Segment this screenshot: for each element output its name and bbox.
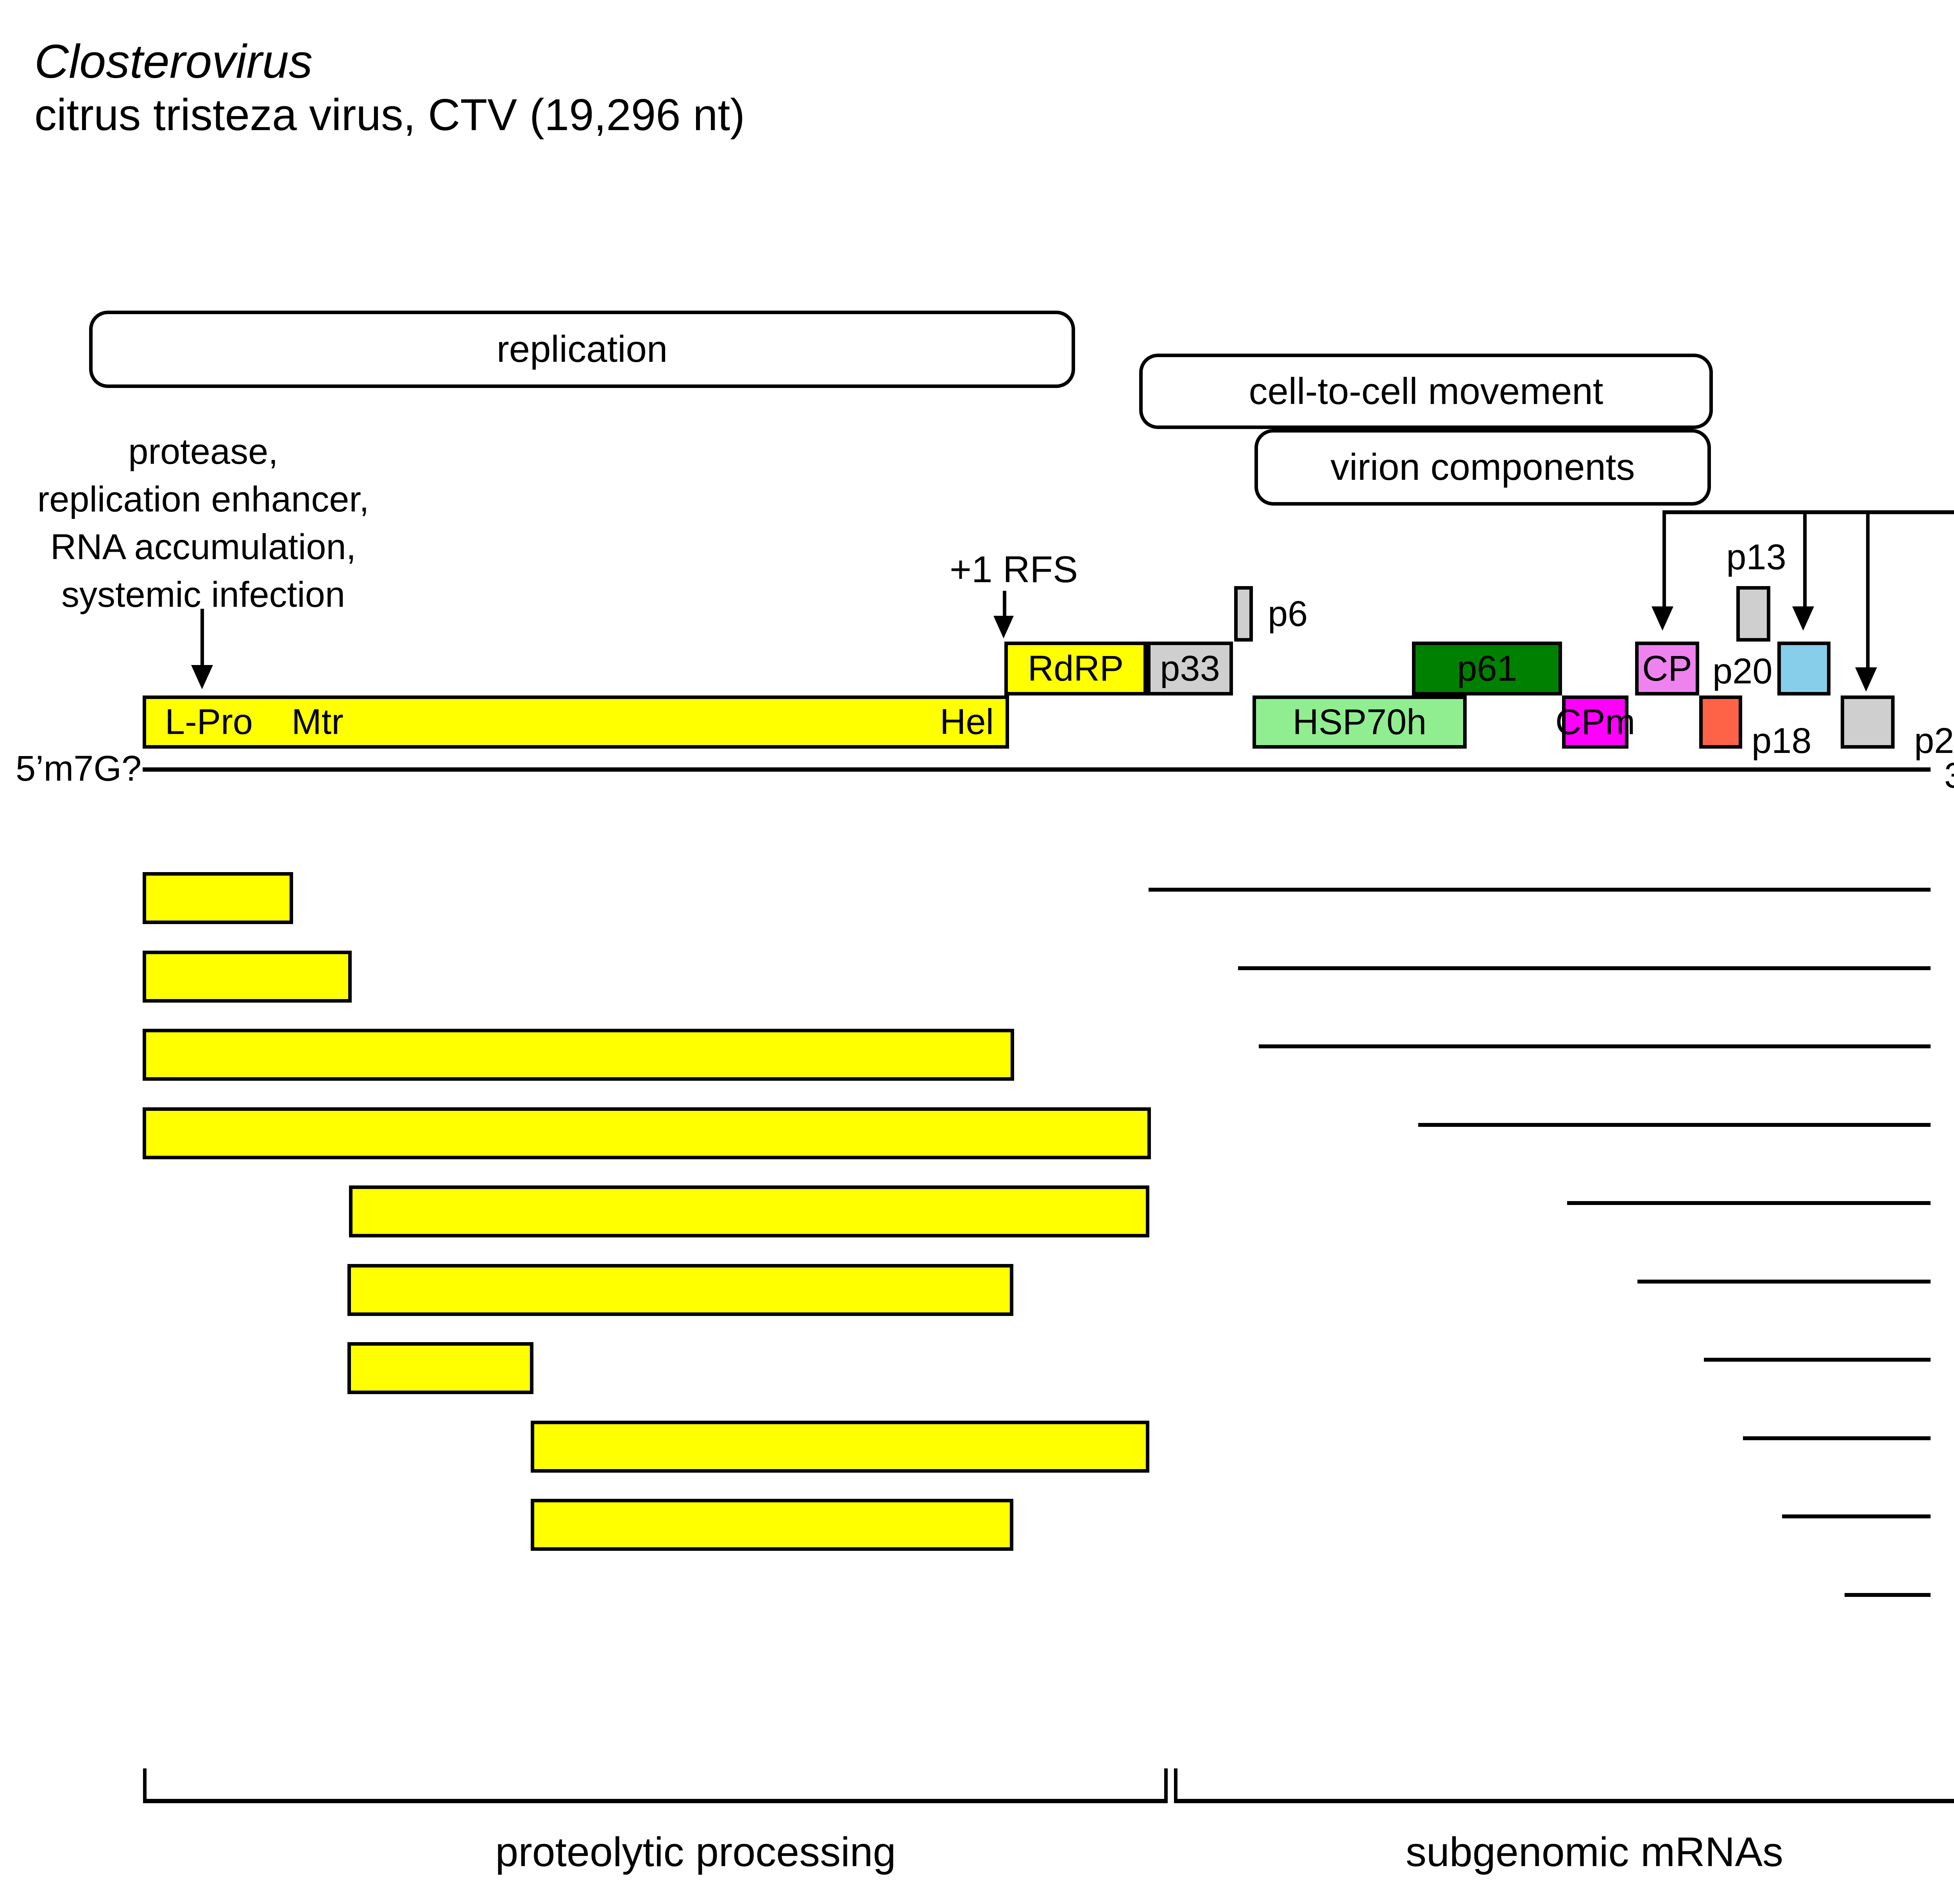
cell-to-cell-movement-box: cell-to-cell movement [1139,354,1713,429]
segment-p33: p33 [1147,642,1233,695]
bracket-label-subgenomic: subgenomic mRNAs [1405,1829,1784,1875]
bracket-tick-left-proteolytic [143,1768,147,1799]
segment-p61: p61 [1412,642,1562,695]
frameshift-label: +1 RFS [950,549,1078,590]
bracket-tick-left-subgenomic [1174,1768,1177,1799]
sgrna-line-p33 [1149,888,1931,892]
segment-orf1a-label-2: Mtr [292,702,344,742]
sgrna-line-HSP70h [1259,1044,1931,1048]
sgrna-line-p20 [1782,1514,1931,1518]
replication-box: replication [89,311,1075,388]
annotation-line-1: protease, [128,432,278,472]
sgrna-bar-p33 [143,872,293,924]
sgrna-bar-p6 [143,951,352,1003]
sgrna-line-p23 [1845,1593,1931,1597]
p6-label: p6 [1268,594,1308,634]
sgrna-line-CPm [1567,1201,1931,1205]
five-prime-label: 5’m7G? [16,749,142,788]
segment-p18 [1699,695,1742,749]
bracket-label-proteolytic: proteolytic processing [495,1829,896,1875]
annotation-down-arrow-icon [191,665,213,689]
lpro-annotation: protease, replication enhancer, RNA accu… [10,428,397,619]
bracket-tick-right-proteolytic [1164,1768,1168,1799]
sgrna-line-p13 [1743,1436,1931,1440]
silencing-connector-line [1664,510,1954,514]
segment-cp: CP [1635,642,1699,695]
sgrna-bar-p61 [143,1107,1151,1159]
virion-components-box: virion components [1254,429,1711,506]
silencing-down-arrow-icon-p23 [1855,667,1877,692]
three-prime-label: 3’OH [1944,756,1954,795]
title-genus: Closterovirus [34,35,313,88]
silencing-drop-shaft-CP [1662,510,1666,606]
sgrna-bar-HSP70h [143,1029,1014,1081]
rfs-arrow-shaft [1003,591,1006,616]
sgrna-line-CP [1637,1280,1931,1284]
segment-hsp70h: HSP70h [1253,695,1467,749]
p23-label: p23 [1914,721,1954,761]
annotation-line-2: replication enhancer, [37,479,369,519]
sgrna-bar-CP [347,1264,1013,1316]
rfs-down-arrow-icon [993,616,1014,638]
bracket-line-subgenomic [1174,1799,1954,1803]
sgrna-bar-p18 [347,1342,533,1394]
silencing-drop-shaft-p20 [1803,510,1807,606]
annotation-line-3: RNA accumulation, [50,527,356,567]
sgrna-line-p6 [1238,966,1931,970]
sgrna-bar-p13 [531,1421,1149,1473]
bracket-line-proteolytic [143,1799,1168,1803]
title-species: citrus tristeza virus, CTV (19,296 nt) [34,90,745,140]
replication-box-label: replication [496,328,668,370]
sgrna-bar-p20 [531,1499,1013,1551]
segment-p13 [1736,586,1770,642]
silencing-drop-shaft-p23 [1866,510,1870,667]
sgrna-bar-CPm [349,1185,1149,1237]
sgrna-line-p18 [1704,1358,1931,1362]
p18-label: p18 [1752,721,1812,761]
silencing-down-arrow-icon-CP [1652,606,1673,631]
segment-orf1a-label-3: Hel [939,702,994,742]
virion-components-label: virion components [1330,446,1635,488]
segment-orf1a: L-Pro Mtr Hel [143,695,1009,749]
p20-label: p20 [1712,651,1773,691]
segment-rdrp: RdRP [1004,642,1147,695]
annotation-arrow-shaft [200,609,204,665]
segment-p23 [1841,695,1895,749]
segment-p6 [1234,586,1253,642]
segment-cpm: CPm [1555,695,1635,749]
segment-orf1a-label-1: L-Pro [165,702,253,742]
segment-p20 [1777,642,1831,695]
genome-line [143,767,1931,772]
p13-label: p13 [1726,537,1786,577]
cell-to-cell-movement-label: cell-to-cell movement [1249,370,1603,412]
annotation-line-4: systemic infection [61,575,345,615]
silencing-down-arrow-icon-p20 [1792,606,1814,631]
sgrna-line-p61 [1418,1123,1931,1127]
